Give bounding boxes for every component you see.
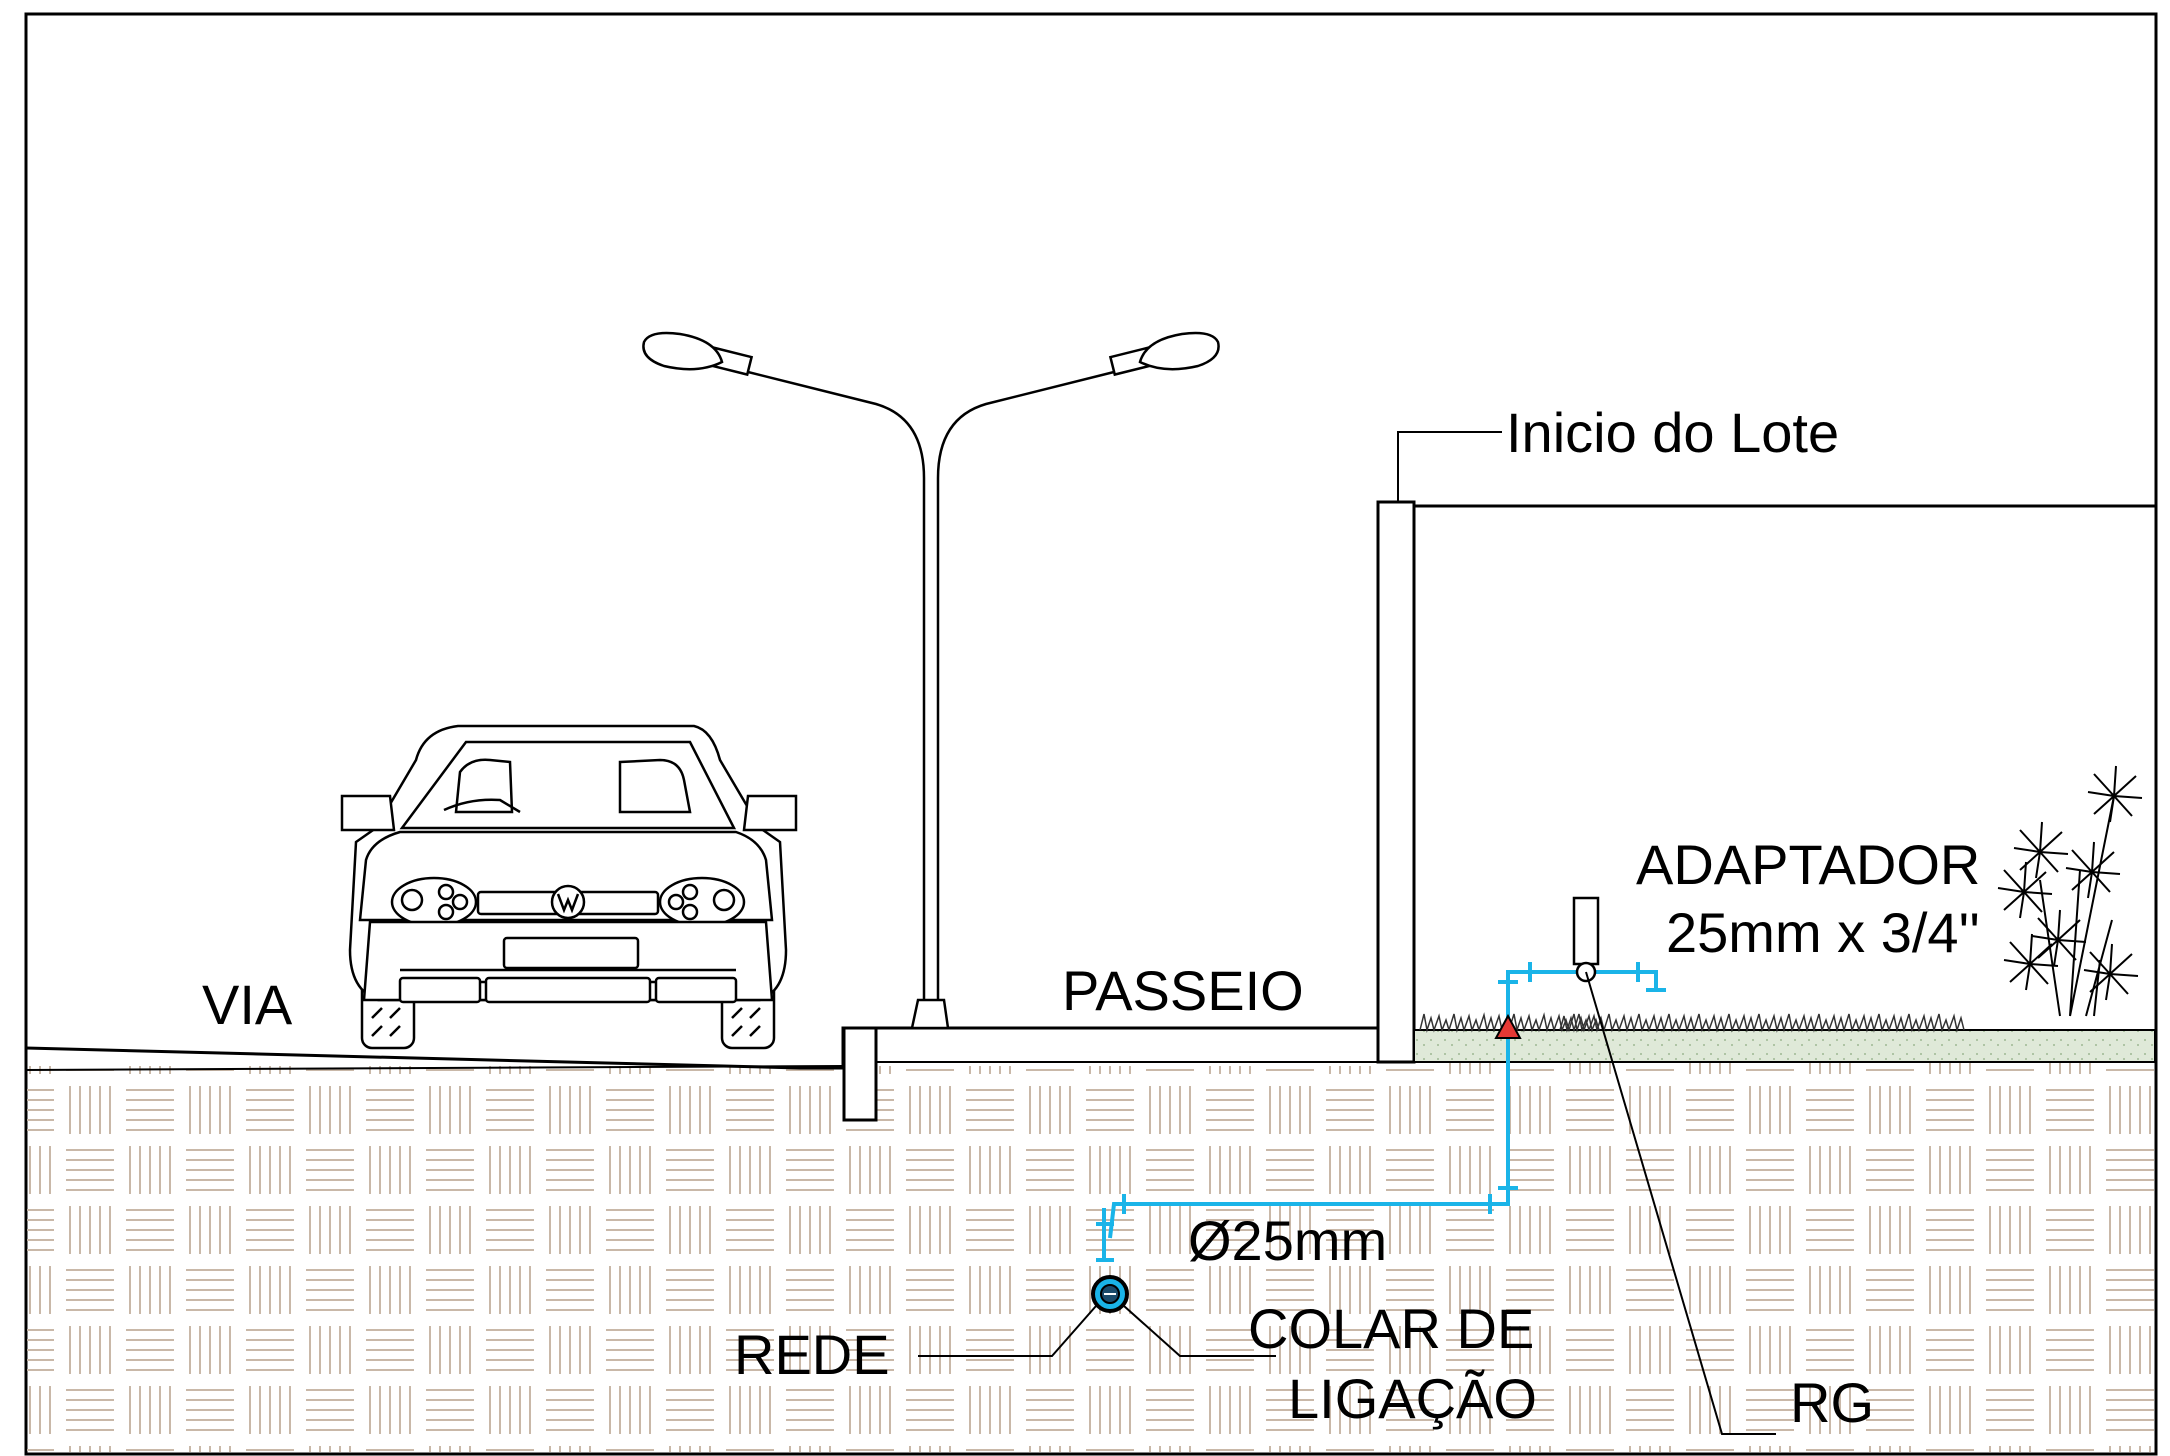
curb — [842, 1026, 878, 1122]
label-via: VIA — [202, 973, 293, 1036]
street-lamp-icon — [642, 331, 1220, 1030]
car-front-icon — [340, 724, 798, 1050]
label-ligacao: LIGAÇÃO — [1288, 1367, 1537, 1430]
label-adaptador: ADAPTADOR — [1636, 833, 1980, 896]
drawing-frame — [24, 12, 2158, 1456]
road-base-line — [25, 1065, 844, 1071]
rg-valve — [1572, 896, 1600, 983]
lot-grass-strip — [1413, 1029, 2156, 1063]
label-pipe-diameter: Ø25mm — [1188, 1209, 1387, 1272]
label-colar-de: COLAR DE — [1248, 1297, 1534, 1360]
soil-hatch — [27, 1066, 2155, 1452]
rede-main-pipe-collar — [1091, 1275, 1129, 1313]
palm-plants-icon — [1997, 765, 2143, 1017]
label-inicio-do-lote: Inicio do Lote — [1506, 401, 1839, 464]
label-rg: RG — [1790, 1371, 1874, 1434]
water-service-pipe — [1096, 962, 1666, 1262]
leader-rg — [1585, 971, 1776, 1435]
lot-boundary-wall — [1376, 500, 1416, 1064]
label-passeio: PASSEIO — [1062, 959, 1304, 1022]
label-rede: REDE — [734, 1323, 890, 1386]
leader-rede — [918, 1305, 1097, 1357]
leader-inicio-do-lote — [1397, 431, 1502, 502]
leader-colar — [1123, 1305, 1276, 1357]
triangle-marker-icon — [1494, 1013, 1522, 1039]
label-adaptador-size: 25mm x 3/4'' — [1666, 901, 1980, 964]
soil-hatch-upper-right — [1414, 1062, 2155, 1068]
